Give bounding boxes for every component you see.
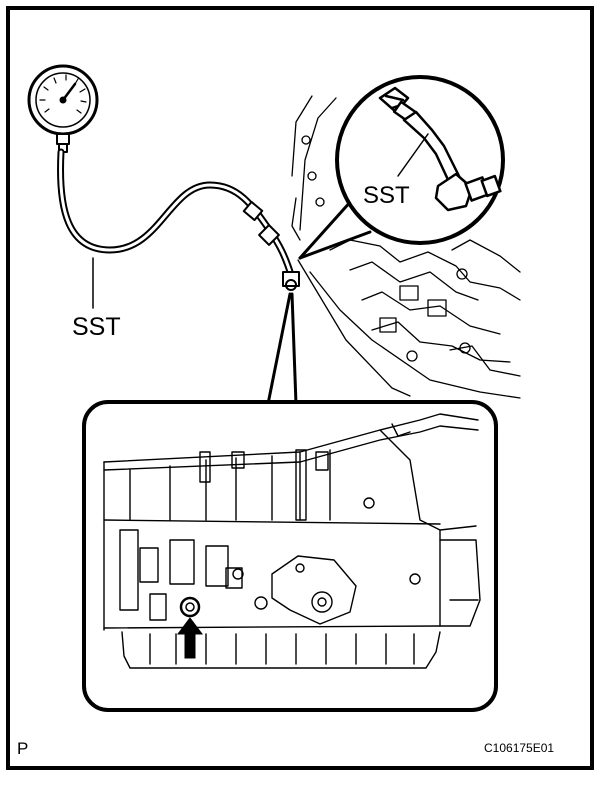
pressure-gauge-icon	[27, 64, 99, 153]
sst-label-main: SST	[72, 313, 121, 341]
figure-code: C106175E01	[484, 741, 555, 755]
corner-marker: P	[17, 739, 29, 758]
valve-body-detail-panel	[82, 400, 498, 712]
arrow-up-icon	[177, 617, 203, 659]
transmission-housing-sketch	[291, 95, 521, 399]
test-plug-icon	[179, 596, 201, 618]
detail-leader	[266, 292, 298, 406]
sst-label-inset: SST	[363, 182, 410, 209]
gauge-hose	[57, 148, 300, 291]
inset-detail-circle	[298, 75, 505, 260]
